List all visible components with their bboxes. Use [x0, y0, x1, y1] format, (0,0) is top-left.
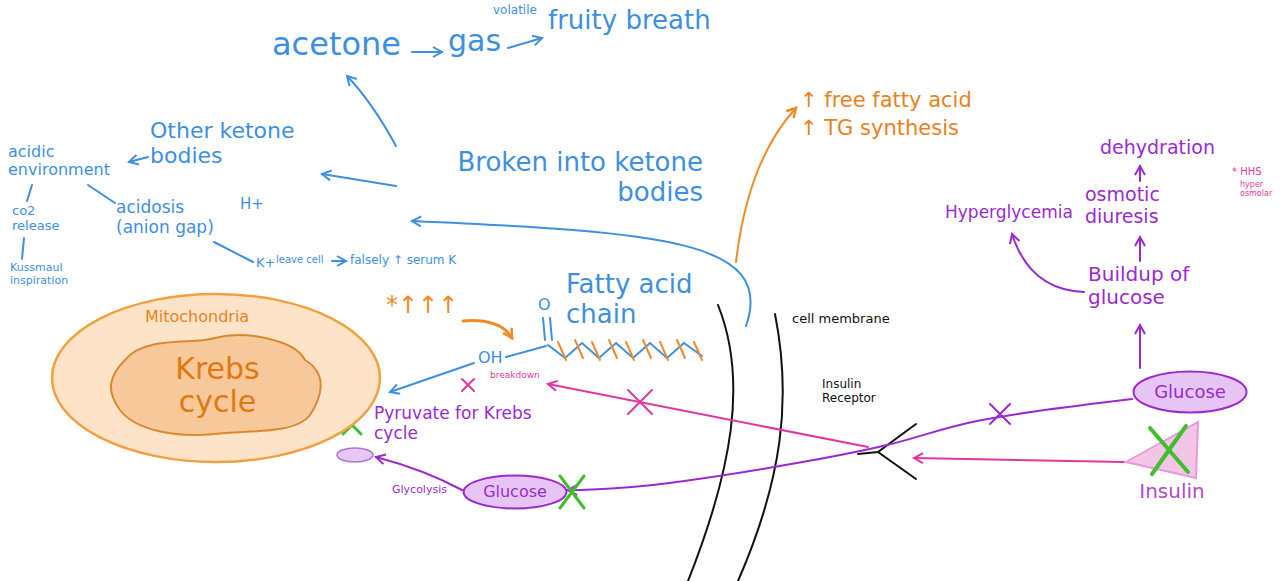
annotation-text: Pyruvate for Krebs cycle [374, 404, 542, 443]
annotation-text: falsely ↑ serum K [350, 254, 456, 268]
glucose-oval [1134, 372, 1247, 413]
annotation-text: acetone [272, 26, 401, 63]
annotation-text: K+ [256, 256, 275, 271]
flow-arrow [1139, 325, 1141, 368]
annotation-text: gas [448, 24, 501, 59]
node-text: Mitochondria [145, 308, 249, 326]
mitochondria-ellipse: MitochondriaKrebs cycle [50, 292, 382, 464]
glucose-oval [464, 476, 567, 509]
flow-arrow [1012, 234, 1084, 292]
glucose-transport-arrow [568, 399, 1132, 490]
blocked-mark [628, 390, 652, 414]
annotation-text: leave cell [276, 254, 324, 266]
flow-arrow [914, 458, 1124, 462]
glucose-oval: Glucose [462, 474, 568, 510]
krebs-cycle-blob [111, 335, 321, 435]
annotation-text: Hyperglycemia [945, 203, 1073, 223]
blocked-mark [560, 476, 584, 508]
leader-line [27, 185, 32, 201]
annotation-text: acidic environment [8, 143, 126, 180]
insulin-triangle [1126, 422, 1198, 478]
annotation-text: Other ketone bodies [150, 118, 318, 169]
annotation-text: Buildup of glucose [1088, 263, 1240, 309]
flow-arrow [412, 51, 442, 53]
annotation-text: OH [478, 349, 503, 367]
flow-arrow [508, 38, 542, 48]
flow-arrow [463, 321, 512, 338]
node-text: Insulin [1118, 480, 1226, 502]
annotation-text: H+ [240, 196, 264, 213]
carbonyl-bond [543, 318, 552, 340]
insulin-triangle: Insulin [1118, 420, 1226, 506]
annotation-text: Glycolysis [392, 484, 447, 497]
insulin-receptor [858, 424, 916, 479]
annotation-text: ↑ free fatty acid [800, 88, 972, 112]
flow-arrow [1139, 166, 1141, 181]
annotation-text: Fatty acid chain [566, 270, 744, 330]
annotation-text: acidosis (anion gap) [116, 198, 238, 237]
hydroxyl-bond [506, 346, 546, 357]
leader-line [88, 185, 115, 203]
node-text: Glucose [483, 483, 547, 501]
glucose-oval: Glucose [1132, 370, 1248, 414]
annotation-text: volatile [493, 4, 537, 18]
annotation-text: ↑ TG synthesis [800, 116, 959, 140]
mitochondria-ellipse [52, 294, 380, 462]
annotation-text: osmotic diuresis [1085, 184, 1199, 228]
annotation-text: O [538, 296, 551, 314]
flow-arrow [129, 157, 148, 162]
node-text: Krebs cycle [153, 352, 283, 418]
flow-arrow [390, 363, 474, 392]
node-text: Glucose [1154, 382, 1226, 402]
pyruvate-oval [337, 448, 373, 462]
annotation-text: dehydration [1100, 137, 1215, 159]
annotation-text: hyper osmolar [1240, 180, 1285, 198]
blocked-mark [1150, 426, 1188, 474]
flow-arrow [736, 108, 796, 262]
annotation-text: cell membrane [792, 312, 890, 327]
blocked-mark [462, 379, 474, 391]
flow-arrow [322, 174, 396, 186]
chain-hash-marks [558, 340, 702, 360]
annotation-text: Kussmaul inspiration [10, 262, 94, 287]
annotation-text: * HHS [1232, 166, 1262, 178]
cell-membrane [738, 314, 783, 581]
blocked-mark [990, 404, 1010, 424]
leader-line [214, 242, 253, 262]
annotation-text: co2 release [12, 204, 76, 234]
flow-arrow [332, 260, 346, 262]
flow-arrow [548, 384, 868, 447]
flow-arrow [1139, 237, 1141, 261]
annotation-text: Insulin Receptor [822, 378, 896, 406]
annotation-text: fruity breath [548, 6, 711, 36]
flow-arrow [347, 76, 396, 146]
krebs-cycle-blob: Krebs cycle [105, 330, 330, 440]
annotation-text: *↑↑↑ [386, 292, 458, 320]
annotation-text: breakdown [490, 370, 540, 380]
leader-line [22, 238, 24, 259]
annotation-text: Broken into ketone bodies [398, 148, 703, 208]
cell-membrane [688, 305, 733, 581]
